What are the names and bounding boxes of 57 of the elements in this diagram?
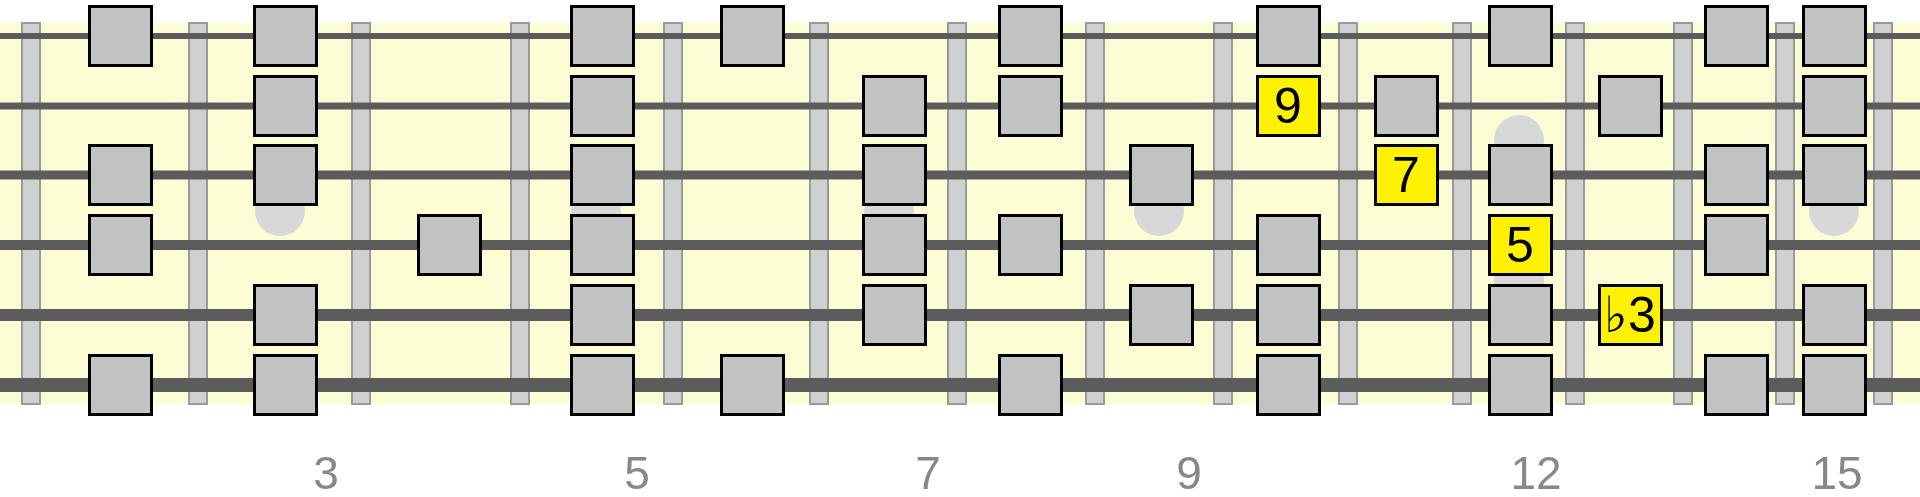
note-marker [997, 354, 1063, 416]
note-marker [1801, 75, 1867, 137]
note-marker [997, 5, 1063, 67]
note-marker [569, 5, 635, 67]
interval-marker: 5 [1487, 214, 1553, 276]
note-marker [416, 214, 482, 276]
fret-number: 7 [915, 450, 941, 496]
note-marker [1128, 284, 1194, 346]
note-marker [719, 5, 785, 67]
fret-number: 5 [624, 450, 650, 496]
note-marker [1487, 144, 1553, 206]
note-marker [569, 214, 635, 276]
interval-marker: ♭3 [1597, 284, 1663, 346]
note-marker [997, 214, 1063, 276]
note-marker [1487, 354, 1553, 416]
note-marker [1703, 5, 1769, 67]
note-marker [1255, 354, 1321, 416]
fret-number: 3 [313, 450, 339, 496]
note-marker [1801, 144, 1867, 206]
note-marker [252, 354, 318, 416]
note-marker [252, 75, 318, 137]
note-marker [87, 214, 153, 276]
note-marker [1373, 75, 1439, 137]
fret-number: 12 [1510, 450, 1562, 496]
note-marker [1487, 284, 1553, 346]
note-marker [861, 214, 927, 276]
fret-number: 15 [1811, 450, 1863, 496]
note-marker [569, 354, 635, 416]
note-marker [1703, 144, 1769, 206]
note-marker [569, 144, 635, 206]
note-marker [1128, 144, 1194, 206]
interval-marker: 9 [1255, 75, 1321, 137]
note-marker [1255, 5, 1321, 67]
interval-marker: 7 [1373, 144, 1439, 206]
note-marker [719, 354, 785, 416]
note-marker [1801, 5, 1867, 67]
note-marker [569, 75, 635, 137]
note-marker [87, 144, 153, 206]
note-marker [1487, 5, 1553, 67]
note-marker [1597, 75, 1663, 137]
fret-number: 9 [1176, 450, 1202, 496]
note-marker [569, 284, 635, 346]
note-marker [1703, 354, 1769, 416]
note-marker [87, 5, 153, 67]
note-marker [1801, 284, 1867, 346]
note-marker [1255, 214, 1321, 276]
note-marker [1703, 214, 1769, 276]
note-marker [861, 144, 927, 206]
note-marker [252, 144, 318, 206]
note-marker [997, 75, 1063, 137]
note-marker [1801, 354, 1867, 416]
note-marker [87, 354, 153, 416]
note-marker [861, 75, 927, 137]
note-marker [252, 284, 318, 346]
note-marker [252, 5, 318, 67]
note-marker [1255, 284, 1321, 346]
note-marker [861, 284, 927, 346]
